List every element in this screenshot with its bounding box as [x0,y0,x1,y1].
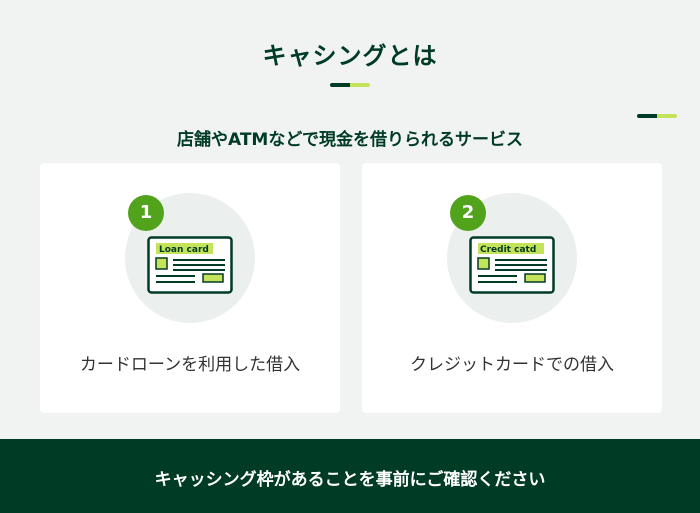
side-bar-lime-segment [657,114,677,118]
footer-notice-banner: キャッシング枠があることを事前にご確認ください [0,439,700,513]
footer-notice-text: キャッシング枠があることを事前にご確認ください [154,470,546,490]
side-bar-dark-segment [637,114,657,118]
card-label: クレジットカードでの借入 [410,355,614,375]
card-label: カードローンを利用した借入 [79,355,301,375]
credit-card-icon: Credit catd [469,236,555,294]
step-number-badge: 2 [450,195,486,231]
title-underline-decoration [330,83,370,87]
card-text: Loan card [159,245,209,255]
section-subtitle: 店舗やATMなどで現金を借りられるサービス [176,130,523,150]
method-card-loan: 1 Loan card カードローンを利用した借入 [40,163,340,413]
underline-dark-segment [330,83,350,87]
underline-lime-segment [350,83,370,87]
page-title: キャシングとは [262,42,438,70]
step-number-badge: 1 [128,195,164,231]
side-decoration-bar [637,114,677,118]
method-card-credit: 2 Credit catd クレジットカードでの借入 [362,163,662,413]
loan-card-icon: Loan card [147,236,233,294]
card-text: Credit catd [480,245,536,255]
